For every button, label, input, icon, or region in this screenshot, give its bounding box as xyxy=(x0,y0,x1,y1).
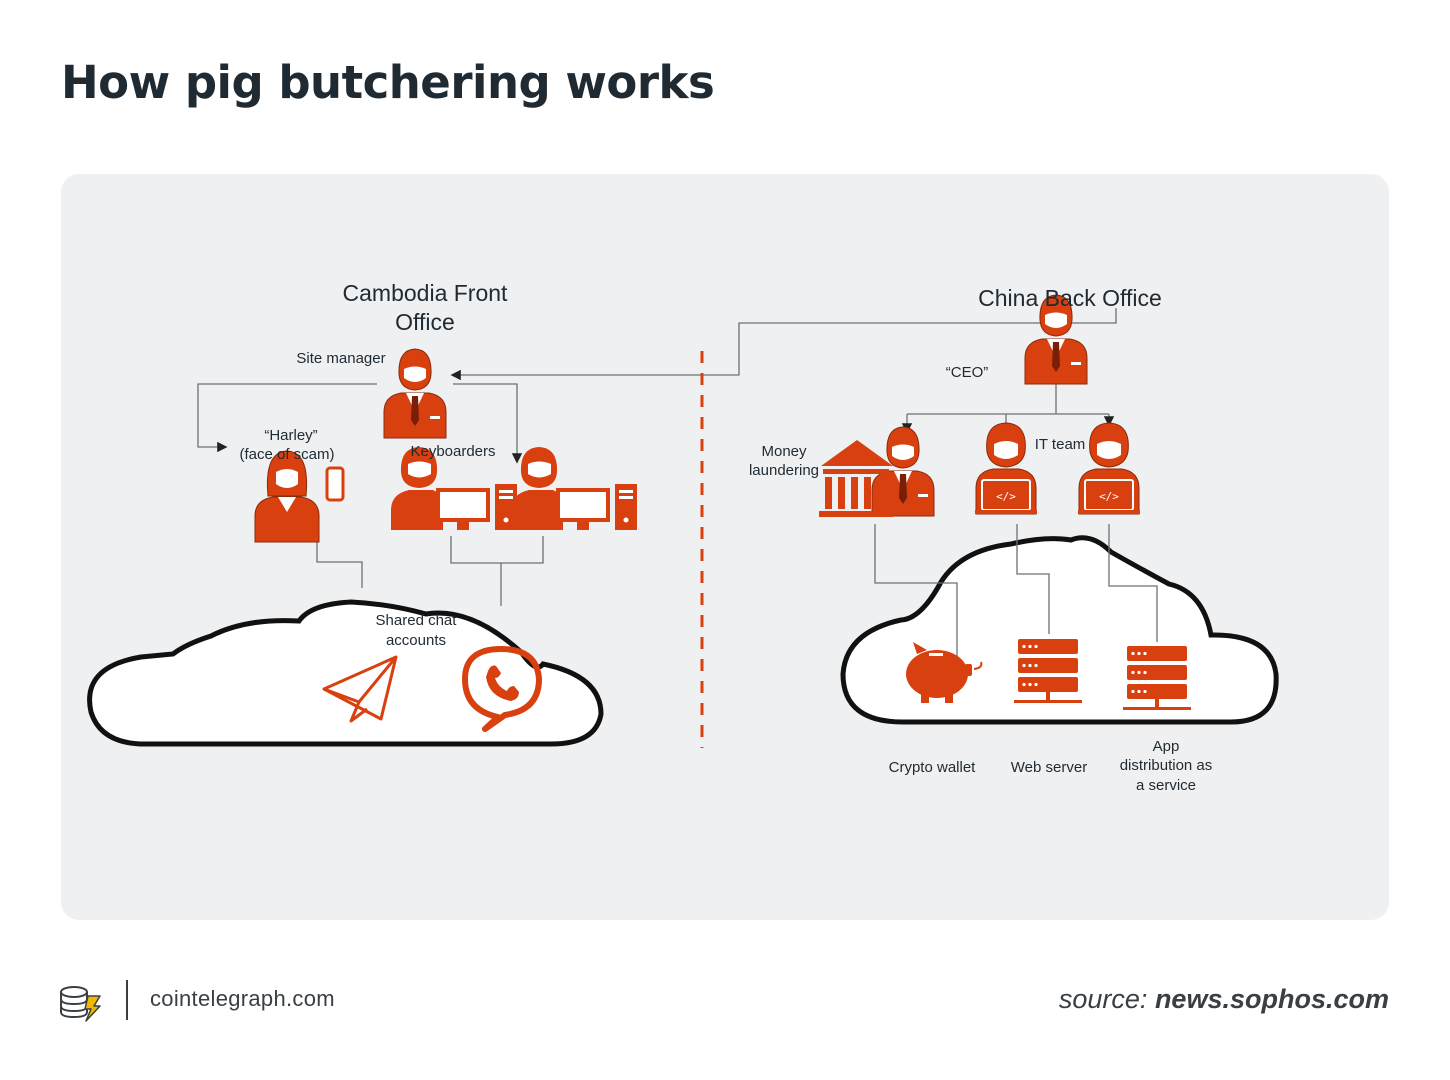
cointelegraph-logo-icon xyxy=(60,986,101,1022)
money-label-line2: laundering xyxy=(749,462,819,479)
page-title: How pig butchering works xyxy=(61,56,715,109)
harley-label-line1: “Harley” xyxy=(264,427,317,444)
person-woman-phone-icon xyxy=(253,449,345,544)
harley-label-line2: (face of scam) xyxy=(239,446,334,463)
app-label-line2: distribution as xyxy=(1120,757,1213,774)
site-manager-label: Site manager xyxy=(296,350,385,367)
person-coder-icon xyxy=(974,422,1038,515)
diagram-panel: </> xyxy=(61,174,1389,920)
china-heading: China Back Office xyxy=(978,285,1162,311)
keyboarders-label: Keyboarders xyxy=(410,443,495,460)
cambodia-heading-line1: Cambodia Front xyxy=(343,280,509,306)
footer-site-link[interactable]: cointelegraph.com xyxy=(150,986,335,1011)
bank-icon xyxy=(819,440,893,517)
it-team-label: IT team xyxy=(1035,436,1086,453)
app-label-line3: a service xyxy=(1136,777,1196,794)
cloud-label-line1: Shared chat xyxy=(376,612,458,629)
crypto-wallet-label: Crypto wallet xyxy=(889,759,977,776)
footer-source: source: news.sophos.com xyxy=(1059,984,1389,1015)
paper-plane-icon xyxy=(322,655,398,723)
piggy-bank-icon xyxy=(906,642,983,703)
footer-divider xyxy=(126,980,128,1020)
cloud-icon xyxy=(840,535,1279,725)
diagram-canvas: </> xyxy=(87,280,1279,794)
source-link[interactable]: news.sophos.com xyxy=(1154,984,1389,1014)
web-server-label: Web server xyxy=(1011,759,1087,776)
cloud-icon xyxy=(87,599,604,747)
person-coder-icon xyxy=(1077,422,1141,515)
app-label-line1: App xyxy=(1153,738,1180,755)
money-label-line1: Money xyxy=(761,443,807,460)
cambodia-heading-line2: Office xyxy=(395,309,455,335)
ceo-label: “CEO” xyxy=(946,364,989,381)
source-label: source: xyxy=(1058,984,1148,1014)
cloud-label-line2: accounts xyxy=(386,632,446,649)
person-manager-icon xyxy=(383,348,447,439)
person-computer-icon xyxy=(511,447,637,530)
phone-chat-icon xyxy=(462,646,542,732)
